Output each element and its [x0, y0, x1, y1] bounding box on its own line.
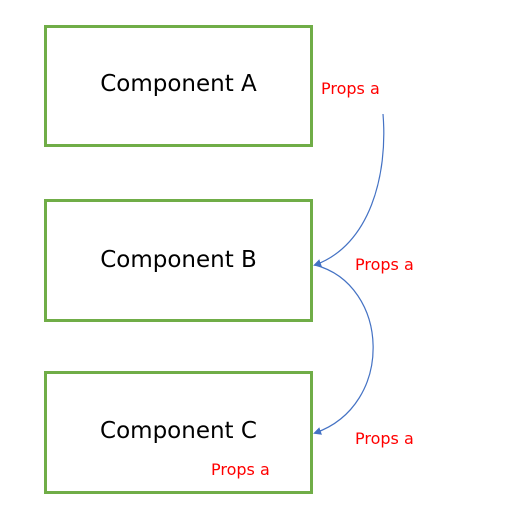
component-c-box: Component C — [44, 371, 313, 494]
props-label-b-to-c: Props a — [355, 255, 414, 274]
component-b-label: Component B — [100, 246, 257, 273]
props-label-a-to-b: Props a — [321, 79, 380, 98]
component-c-label: Component C — [100, 417, 257, 444]
props-label-inside-c: Props a — [211, 460, 270, 479]
arrow-b-to-c — [313, 264, 374, 435]
component-b-box: Component B — [44, 199, 313, 322]
arrow-a-to-b — [313, 113, 385, 267]
component-a-box: Component A — [44, 25, 313, 147]
component-a-label: Component A — [100, 71, 257, 97]
props-label-near-c: Props a — [355, 429, 414, 448]
